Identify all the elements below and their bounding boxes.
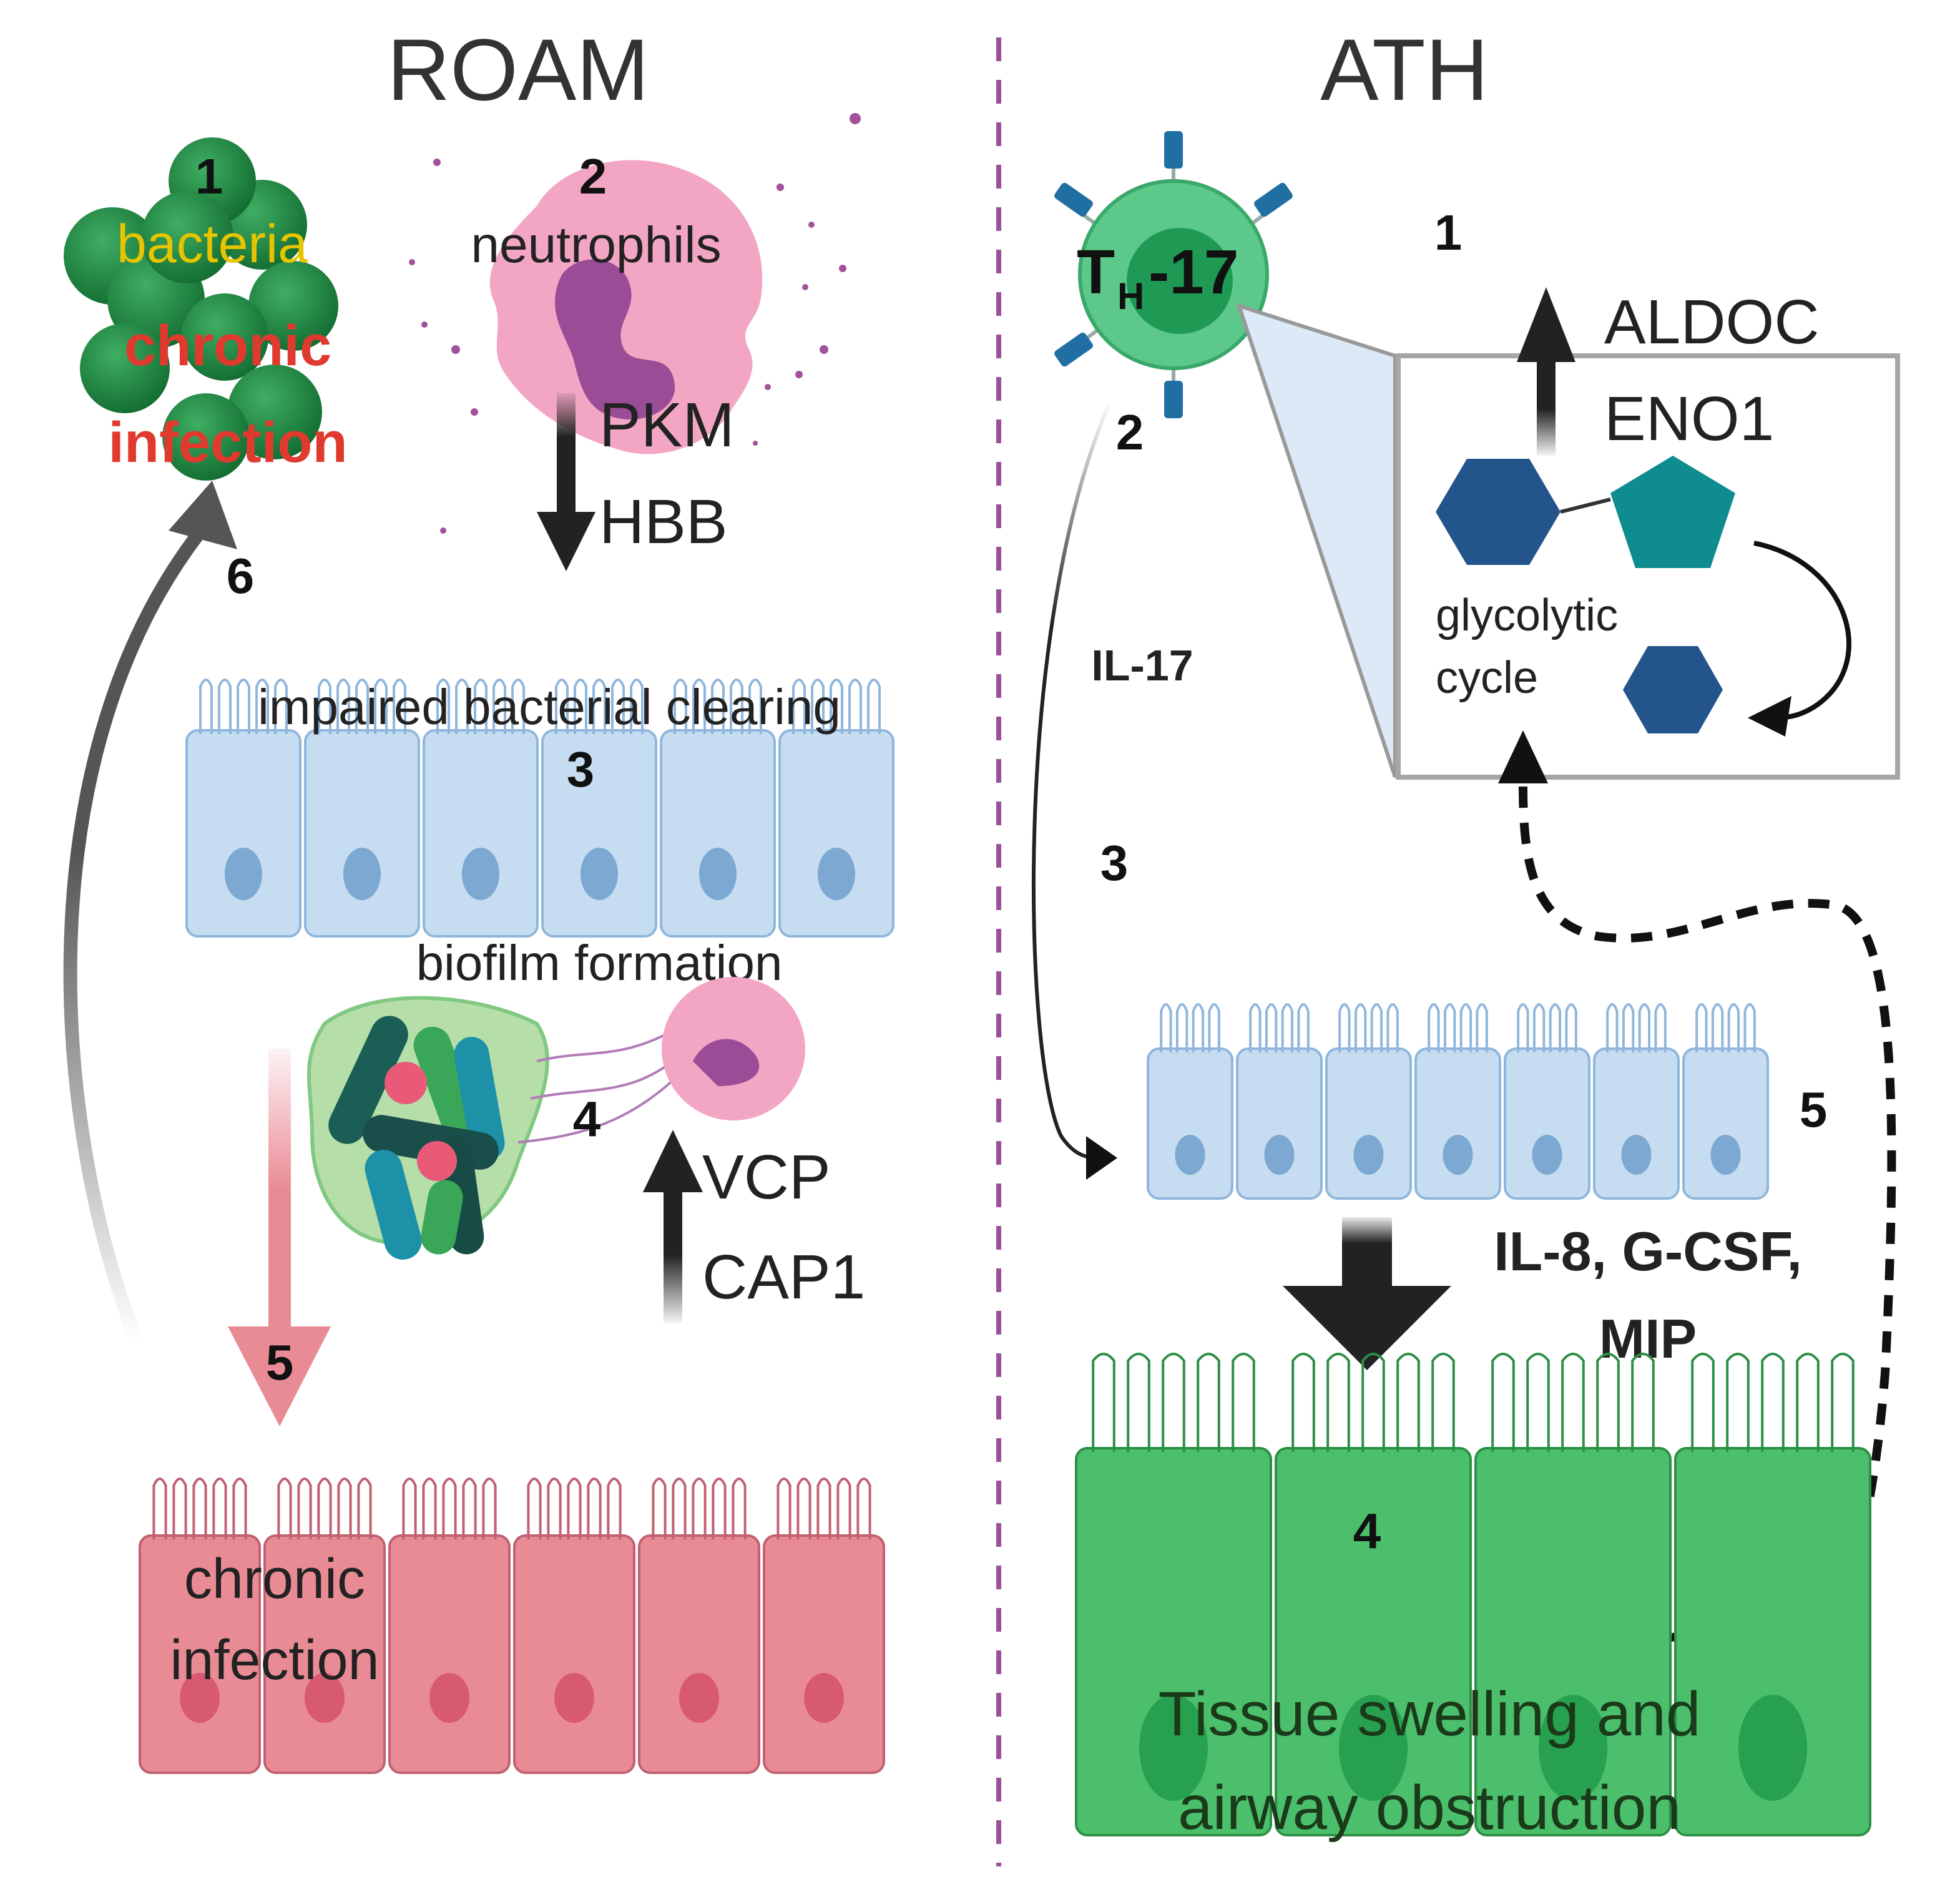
impaired-clearing-label: impaired bacterial clearing bbox=[258, 679, 841, 735]
upregulation-arrow-icon bbox=[643, 1130, 703, 1323]
bacteria-cluster-icon bbox=[64, 137, 338, 481]
epithelial-cell bbox=[139, 1478, 261, 1774]
outcome-line1: Tissue swelling and bbox=[1159, 1679, 1701, 1749]
il17-arrow-icon bbox=[1031, 398, 1117, 1180]
roam-title: ROAM bbox=[387, 21, 649, 119]
epithelial-cell bbox=[1075, 1353, 1272, 1836]
gene-eno1: ENO1 bbox=[1604, 384, 1774, 454]
epithelial-cell bbox=[1325, 1003, 1412, 1200]
glycolytic-cycle-line1: glycolytic bbox=[1436, 591, 1618, 640]
neutrophils-label: neutrophils bbox=[471, 217, 721, 273]
chronic-infection-label-line1: chronic bbox=[124, 314, 331, 378]
glycolysis-up-arrow-icon bbox=[1517, 287, 1575, 456]
gene-vcp: VCP bbox=[702, 1142, 831, 1212]
feedback-arrow-6-icon bbox=[63, 481, 237, 1345]
biofilm-icon bbox=[307, 977, 805, 1260]
ath-step-2: 2 bbox=[1116, 404, 1144, 460]
chronic-infection-cells-line2: infection bbox=[170, 1629, 379, 1692]
swollen-epithelium-icon bbox=[1075, 1353, 1871, 1836]
roam-step-4: 4 bbox=[573, 1091, 601, 1147]
epithelial-cell bbox=[1504, 1003, 1590, 1200]
epithelial-cell bbox=[388, 1478, 511, 1774]
gene-aldoc: ALDOC bbox=[1604, 287, 1820, 357]
zoom-wedge bbox=[1236, 303, 1397, 778]
epithelial-cell bbox=[423, 679, 539, 938]
epithelial-cell bbox=[1147, 1003, 1233, 1200]
epithelial-cell bbox=[1682, 1003, 1769, 1200]
airway-epithelium-right-icon bbox=[1147, 1003, 1769, 1200]
cytokines-line1: IL-8, G-CSF, bbox=[1494, 1220, 1802, 1282]
roam-step-3: 3 bbox=[567, 742, 595, 797]
epithelial-cell bbox=[638, 1478, 760, 1774]
chronic-infection-label-line2: infection bbox=[108, 411, 347, 474]
epithelial-cell bbox=[1236, 1003, 1323, 1200]
epithelial-cell bbox=[1674, 1353, 1871, 1836]
th17-label-subscript: H bbox=[1117, 275, 1144, 317]
epithelial-cell bbox=[1593, 1003, 1680, 1200]
ath-step-4: 4 bbox=[1353, 1503, 1381, 1559]
roam-step-6: 6 bbox=[227, 548, 255, 604]
gene-pkm: PKM bbox=[599, 390, 735, 460]
cytokines-line2: MIP bbox=[1599, 1308, 1697, 1370]
neutrophil-cell-icon bbox=[409, 113, 861, 534]
epithelial-cell bbox=[1474, 1353, 1672, 1836]
roam-step-1: 1 bbox=[195, 149, 223, 204]
th17-label-suffix: -17 bbox=[1149, 237, 1239, 307]
bacteria-label: bacteria bbox=[117, 214, 308, 274]
glycolytic-cycle-line2: cycle bbox=[1436, 653, 1538, 703]
ath-step-5: 5 bbox=[1800, 1082, 1828, 1137]
infected-epithelium-icon bbox=[139, 1478, 885, 1774]
gene-cap1: CAP1 bbox=[702, 1242, 865, 1312]
epithelial-cell bbox=[541, 679, 657, 938]
epithelial-cell bbox=[660, 679, 776, 938]
roam-step-2: 2 bbox=[579, 149, 607, 204]
gene-hbb: HBB bbox=[599, 487, 728, 557]
epithelial-cell bbox=[763, 1478, 885, 1774]
epithelial-cell bbox=[513, 1478, 635, 1774]
epithelial-cell bbox=[778, 679, 894, 938]
epithelial-cell bbox=[1414, 1003, 1501, 1200]
epithelial-cell bbox=[304, 679, 420, 938]
th17-label-t: T bbox=[1077, 237, 1115, 307]
glycolysis-molecules-icon bbox=[1436, 456, 1851, 737]
ath-step-3: 3 bbox=[1100, 835, 1129, 891]
outcome-line2: airway obstruction bbox=[1178, 1773, 1681, 1843]
ath-step-1: 1 bbox=[1434, 205, 1463, 260]
ath-title: ATH bbox=[1320, 21, 1489, 119]
downregulation-arrow-icon bbox=[537, 393, 595, 571]
epithelial-cell bbox=[1275, 1353, 1472, 1836]
roam-step-5: 5 bbox=[266, 1335, 294, 1390]
airway-epithelium-icon bbox=[185, 679, 894, 938]
chronic-infection-cells-line1: chronic bbox=[184, 1548, 365, 1610]
th17-cell-icon bbox=[1054, 131, 1293, 418]
epithelial-cell bbox=[185, 679, 301, 938]
progression-arrow-5-icon bbox=[228, 1049, 331, 1426]
epithelial-cell bbox=[263, 1478, 386, 1774]
il17-label: IL-17 bbox=[1091, 641, 1193, 690]
cytokine-arrow-icon bbox=[1283, 1217, 1451, 1370]
